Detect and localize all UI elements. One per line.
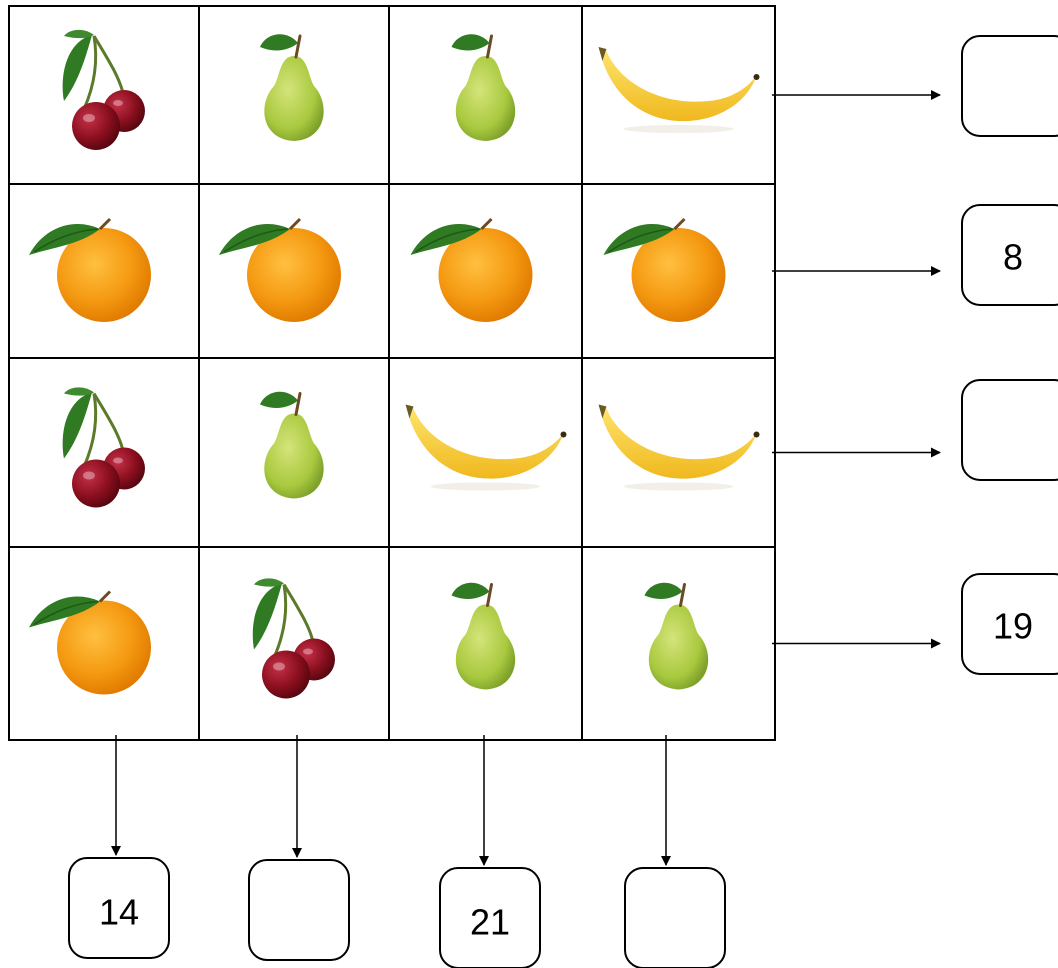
grid-cell — [8, 546, 200, 741]
row-total-value: 19 — [993, 606, 1033, 647]
column-answer-box[interactable] — [68, 857, 170, 959]
grid-cell — [8, 5, 200, 185]
column-arrows — [111, 735, 671, 866]
grid-cell — [8, 357, 200, 548]
row-total-value: 8 — [1003, 237, 1023, 278]
column-answer-box[interactable] — [624, 867, 726, 968]
column-answer-box[interactable] — [248, 859, 350, 961]
row-answer-box[interactable] — [961, 204, 1058, 306]
fruit-grid — [8, 5, 776, 741]
row-answer-box[interactable] — [961, 573, 1058, 675]
column-answer-box[interactable] — [439, 867, 541, 968]
column-total-value: 21 — [470, 902, 510, 943]
grid-cell — [581, 357, 776, 548]
grid-cell — [581, 5, 776, 185]
column-total-value: 14 — [99, 892, 139, 933]
column-answer-boxes: 14 21 — [68, 857, 726, 968]
grid-cell — [198, 546, 390, 741]
row-arrows — [772, 90, 941, 649]
row-answer-box[interactable] — [961, 35, 1058, 137]
row-answer-boxes: 8 19 — [961, 35, 1058, 675]
grid-cell — [388, 357, 583, 548]
row-answer-box[interactable] — [961, 379, 1058, 481]
